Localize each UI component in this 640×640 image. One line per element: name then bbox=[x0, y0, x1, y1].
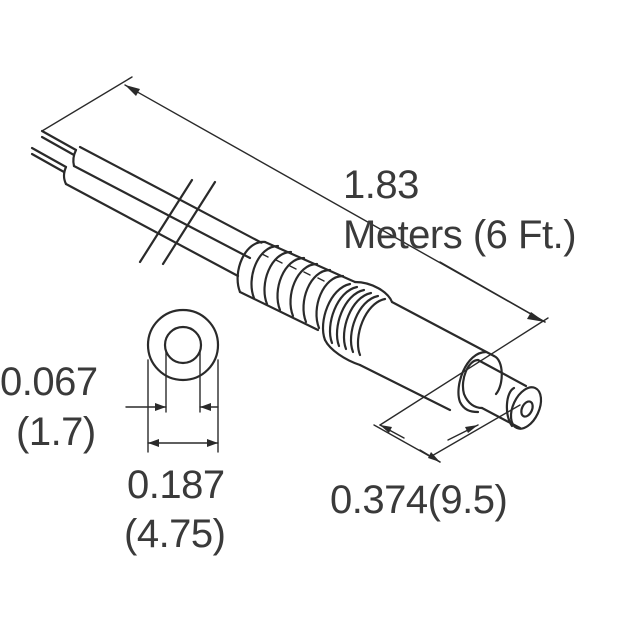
inner-diameter-label-mm: (1.7) bbox=[16, 410, 96, 454]
inner-diameter-label-inch: 0.067 bbox=[0, 360, 98, 404]
outer-diameter-label-inch: 0.187 bbox=[127, 463, 225, 507]
length-label-unit: Meters (6 Ft.) bbox=[343, 213, 577, 257]
plug-tip bbox=[461, 358, 543, 430]
collar bbox=[321, 280, 394, 367]
end-view bbox=[125, 308, 220, 453]
strain-relief bbox=[236, 240, 370, 345]
plug-length-label: 0.374(9.5) bbox=[330, 478, 508, 522]
plug-body bbox=[358, 300, 503, 414]
cable-wires bbox=[30, 129, 264, 278]
plug-length-dimension-line bbox=[373, 404, 521, 463]
outer-diameter-label-mm: (4.75) bbox=[124, 512, 226, 556]
break-marks bbox=[138, 178, 217, 266]
length-label-value: 1.83 bbox=[343, 163, 419, 207]
